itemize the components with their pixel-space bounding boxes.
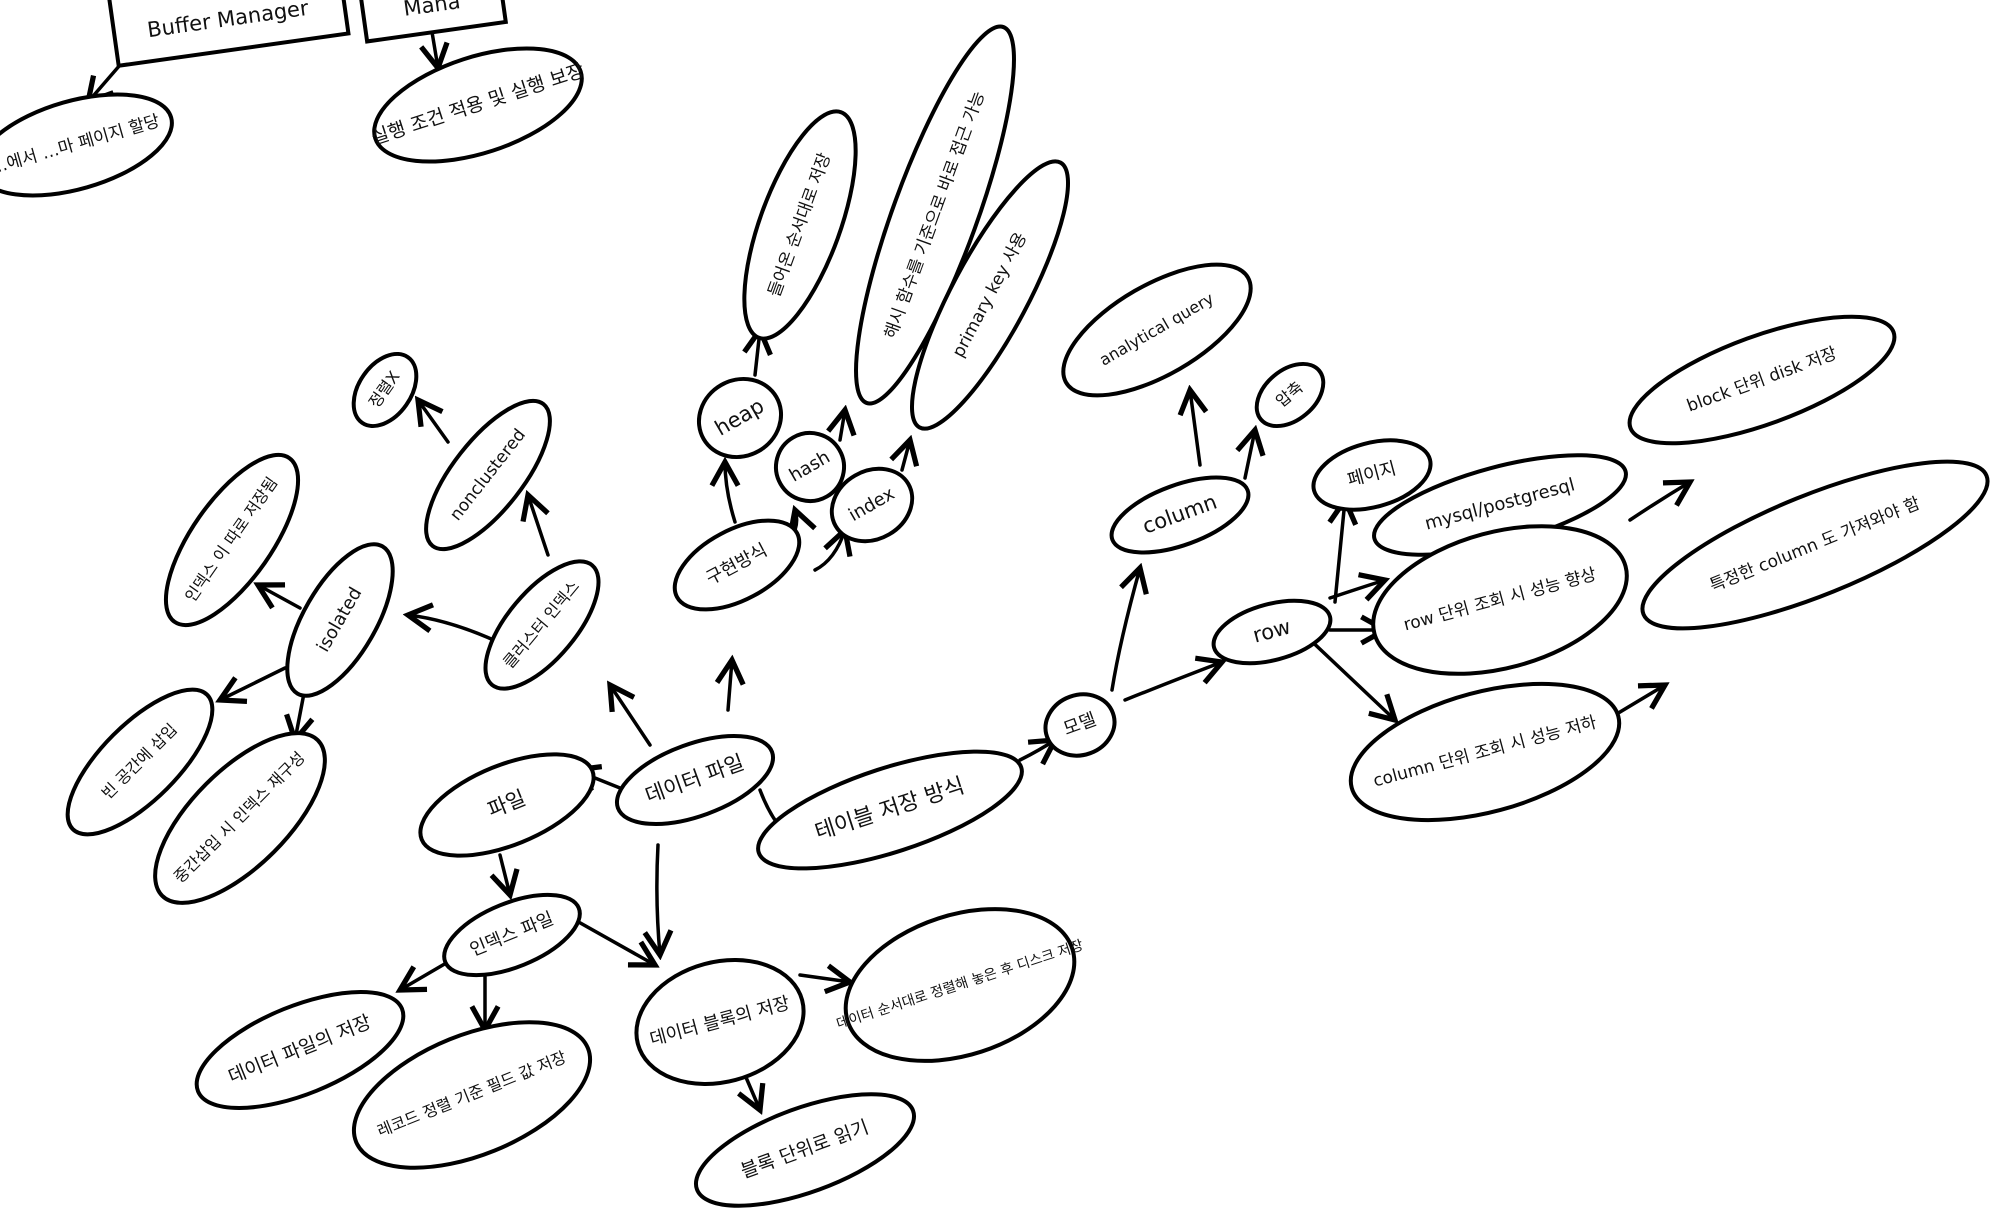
- edge-column-right: [1245, 430, 1255, 478]
- node-nonclustered: nonclustered: [405, 383, 571, 568]
- node-block-read: 블록 단위로 읽기: [683, 1071, 928, 1228]
- edge-datafile-arrowleft: [610, 685, 650, 745]
- node-model: 모델: [1037, 685, 1123, 765]
- edge-block-blockread: [745, 1075, 760, 1110]
- node-structure: 구현방식: [661, 502, 814, 628]
- node-top-exec: 실행 조건 적용 및 실행 보장: [360, 26, 595, 184]
- node-column-desc: column 단위 조회 시 성능 저하: [1336, 658, 1634, 845]
- node-clustered-index: 클러스터 인덱스: [466, 543, 618, 706]
- edge-indexfile-block: [575, 920, 655, 965]
- node-top-left-oval: …에서 …마 페이지 할당: [0, 75, 183, 215]
- node-isolated-top: 인덱스 이 따로 저장됨: [142, 435, 322, 645]
- edge-block-datastorage: [800, 975, 850, 982]
- edge-nonclustered-top: [418, 400, 448, 442]
- node-block-desc: block 단위 disk 저장: [1615, 291, 1908, 469]
- edge-clustered-nonclustered: [528, 495, 548, 555]
- node-file: 파일: [407, 733, 608, 876]
- edge-datafile-arrowup: [728, 660, 732, 710]
- node-data-block: 데이터 블록의 저장: [622, 942, 817, 1102]
- edge-file-indexfile: [500, 855, 510, 895]
- node-buffer-manager: Buffer Manager: [108, 0, 349, 66]
- edge-index-desc: [902, 440, 910, 470]
- edge-isolated-left: [220, 668, 285, 700]
- edge-hash-desc: [840, 410, 845, 440]
- edge-structure-index: [815, 530, 845, 570]
- node-heap-desc: 들어온 순서대로 저장: [721, 99, 878, 352]
- node-data-storage: 데이터 순서대로 정렬해 놓은 후 디스크 저장: [826, 882, 1094, 1088]
- node-column: column: [1102, 462, 1258, 568]
- edge-column-analytical: [1190, 390, 1200, 465]
- edge-model-column: [1112, 568, 1140, 690]
- edge-row-page: [1335, 500, 1345, 602]
- node-isolated: isolated: [266, 528, 413, 711]
- edge-structure-heap: [725, 462, 735, 522]
- node-column-right: 압축: [1245, 351, 1335, 438]
- node-analytical: analytical query: [1044, 239, 1271, 422]
- node-index-file: 인덱스 파일: [433, 878, 590, 991]
- node-table-storage: 테이블 저장 방식: [746, 727, 1034, 892]
- edge-model-row: [1125, 662, 1222, 700]
- edge-rowdesc-block: [1630, 482, 1690, 520]
- node-specific-col: 특정한 column 도 가져와야 함: [1625, 429, 1990, 660]
- edge-isolated-top: [258, 585, 300, 608]
- edge-clustered-leftarrow: [408, 615, 498, 642]
- node-row: row: [1207, 589, 1337, 674]
- edge-datafile-block: [657, 845, 660, 955]
- node-nonclustered-top: 정렬X: [341, 342, 429, 437]
- node-data-file: 데이터 파일: [606, 718, 785, 842]
